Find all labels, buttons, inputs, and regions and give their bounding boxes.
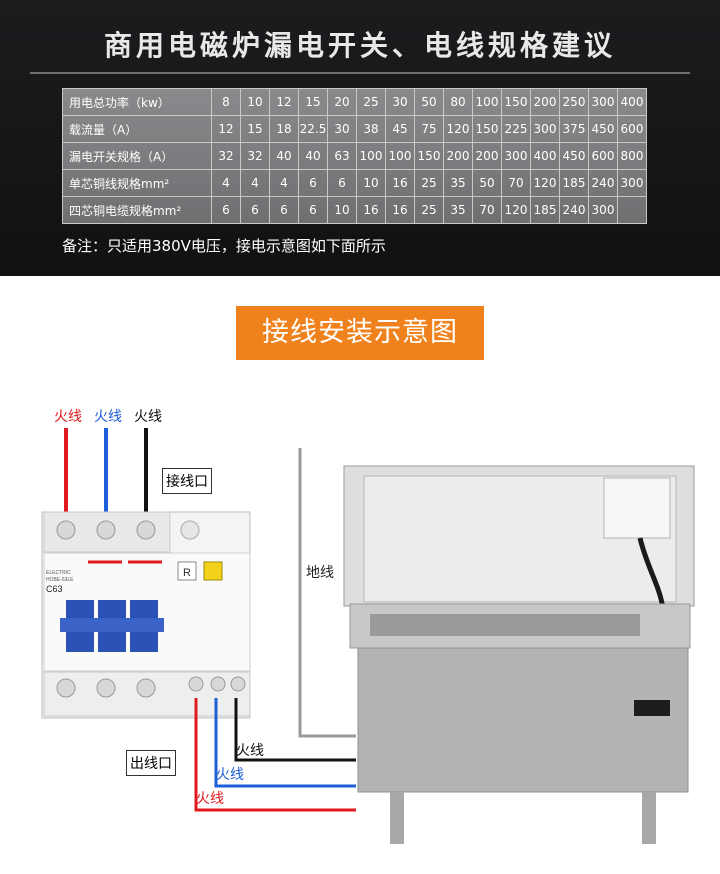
terminal-screw [180, 520, 200, 540]
table-cell: 120 [443, 115, 473, 143]
table-cell: 800 [617, 142, 647, 170]
breaker-brand: ELECTRIC [46, 570, 71, 576]
table-cell: 40 [269, 142, 299, 170]
table-cell: 400 [617, 88, 647, 116]
table-cell: 6 [327, 169, 357, 197]
terminal-screw [136, 678, 156, 698]
page-title: 商用电磁炉漏电开关、电线规格建议 [103, 29, 616, 62]
ground-label: 地线 [306, 565, 334, 581]
terminal-screw [56, 520, 76, 540]
control-display [634, 700, 670, 716]
blue-output-wire [214, 698, 356, 788]
table-cell: 15 [240, 115, 270, 143]
table-cell: 6 [298, 196, 328, 224]
table-cell: 80 [443, 88, 473, 116]
row-header: 载流量（A） [62, 115, 212, 143]
row-header: 漏电开关规格（A） [62, 142, 212, 170]
title-divider [30, 72, 690, 74]
table-cell: 100 [356, 142, 386, 170]
table-cell: 22.5 [298, 115, 328, 143]
table-cell: 32 [240, 142, 270, 170]
reset-button [203, 561, 223, 581]
table-cell: 100 [385, 142, 415, 170]
top-wire-label-red: 火线 [54, 409, 82, 425]
table-cell: 100 [472, 88, 502, 116]
table-cell: 450 [588, 115, 618, 143]
table-cell: 450 [559, 142, 589, 170]
section-badge: 接线安装示意图 [236, 306, 484, 360]
terminal-screw [210, 676, 226, 692]
black-output-wire [234, 698, 356, 762]
table-cell: 35 [443, 196, 473, 224]
table-cell: 45 [385, 115, 415, 143]
table-cell: 185 [530, 196, 560, 224]
table-cell: 120 [501, 196, 531, 224]
table-cell [617, 196, 647, 224]
outlet-label: 出线口 [126, 750, 176, 776]
table-cell: 25 [414, 196, 444, 224]
breaker-model: HOBE-63LE [46, 577, 74, 583]
table-cell: 600 [617, 115, 647, 143]
note-text: 备注：只适用380V电压，接电示意图如下面所示 [62, 237, 386, 255]
table-cell: 70 [472, 196, 502, 224]
leakage-breaker: R ELECTRIC HOBE-63LE C63 [41, 511, 251, 719]
appliance-leg [642, 792, 656, 844]
table-cell: 240 [588, 169, 618, 197]
table-cell: 50 [414, 88, 444, 116]
red-output-wire [194, 698, 356, 812]
top-wire-label-black: 火线 [134, 409, 162, 425]
terminal-screw [230, 676, 246, 692]
table-cell: 300 [501, 142, 531, 170]
table-cell: 10 [240, 88, 270, 116]
table-cell: 10 [327, 196, 357, 224]
bottom-wire-label-red: 火线 [196, 791, 224, 807]
table-cell: 300 [530, 115, 560, 143]
table-cell: 300 [617, 169, 647, 197]
table-cell: 200 [530, 88, 560, 116]
table-cell: 63 [327, 142, 357, 170]
terminal-screw [136, 520, 156, 540]
table-cell: 200 [443, 142, 473, 170]
bottom-wire-label-black: 火线 [236, 743, 264, 759]
terminal-screw [96, 520, 116, 540]
table-cell: 150 [414, 142, 444, 170]
table-cell: 10 [356, 169, 386, 197]
table-cell: 185 [559, 169, 589, 197]
inlet-label: 接线口 [162, 468, 212, 494]
test-button-label: R [183, 567, 191, 579]
row-header: 四芯铜电缆规格mm² [62, 196, 212, 224]
table-cell: 16 [356, 196, 386, 224]
terminal-screw [188, 676, 204, 692]
bottom-wire-label-blue: 火线 [216, 767, 244, 783]
terminal-screw [56, 678, 76, 698]
table-cell: 6 [298, 169, 328, 197]
table-cell: 25 [414, 169, 444, 197]
table-cell: 300 [588, 88, 618, 116]
table-cell: 32 [211, 142, 241, 170]
appliance-leg [390, 792, 404, 844]
ground-wire [298, 448, 356, 738]
induction-appliance [343, 465, 695, 844]
top-wire-label-blue: 火线 [94, 409, 122, 425]
table-cell: 600 [588, 142, 618, 170]
terminal-screw [96, 678, 116, 698]
row-header: 单芯铜线规格mm² [62, 169, 212, 197]
table-cell: 375 [559, 115, 589, 143]
table-cell: 240 [559, 196, 589, 224]
table-cell: 250 [559, 88, 589, 116]
breaker-rating: C63 [46, 584, 63, 594]
table-cell: 35 [443, 169, 473, 197]
